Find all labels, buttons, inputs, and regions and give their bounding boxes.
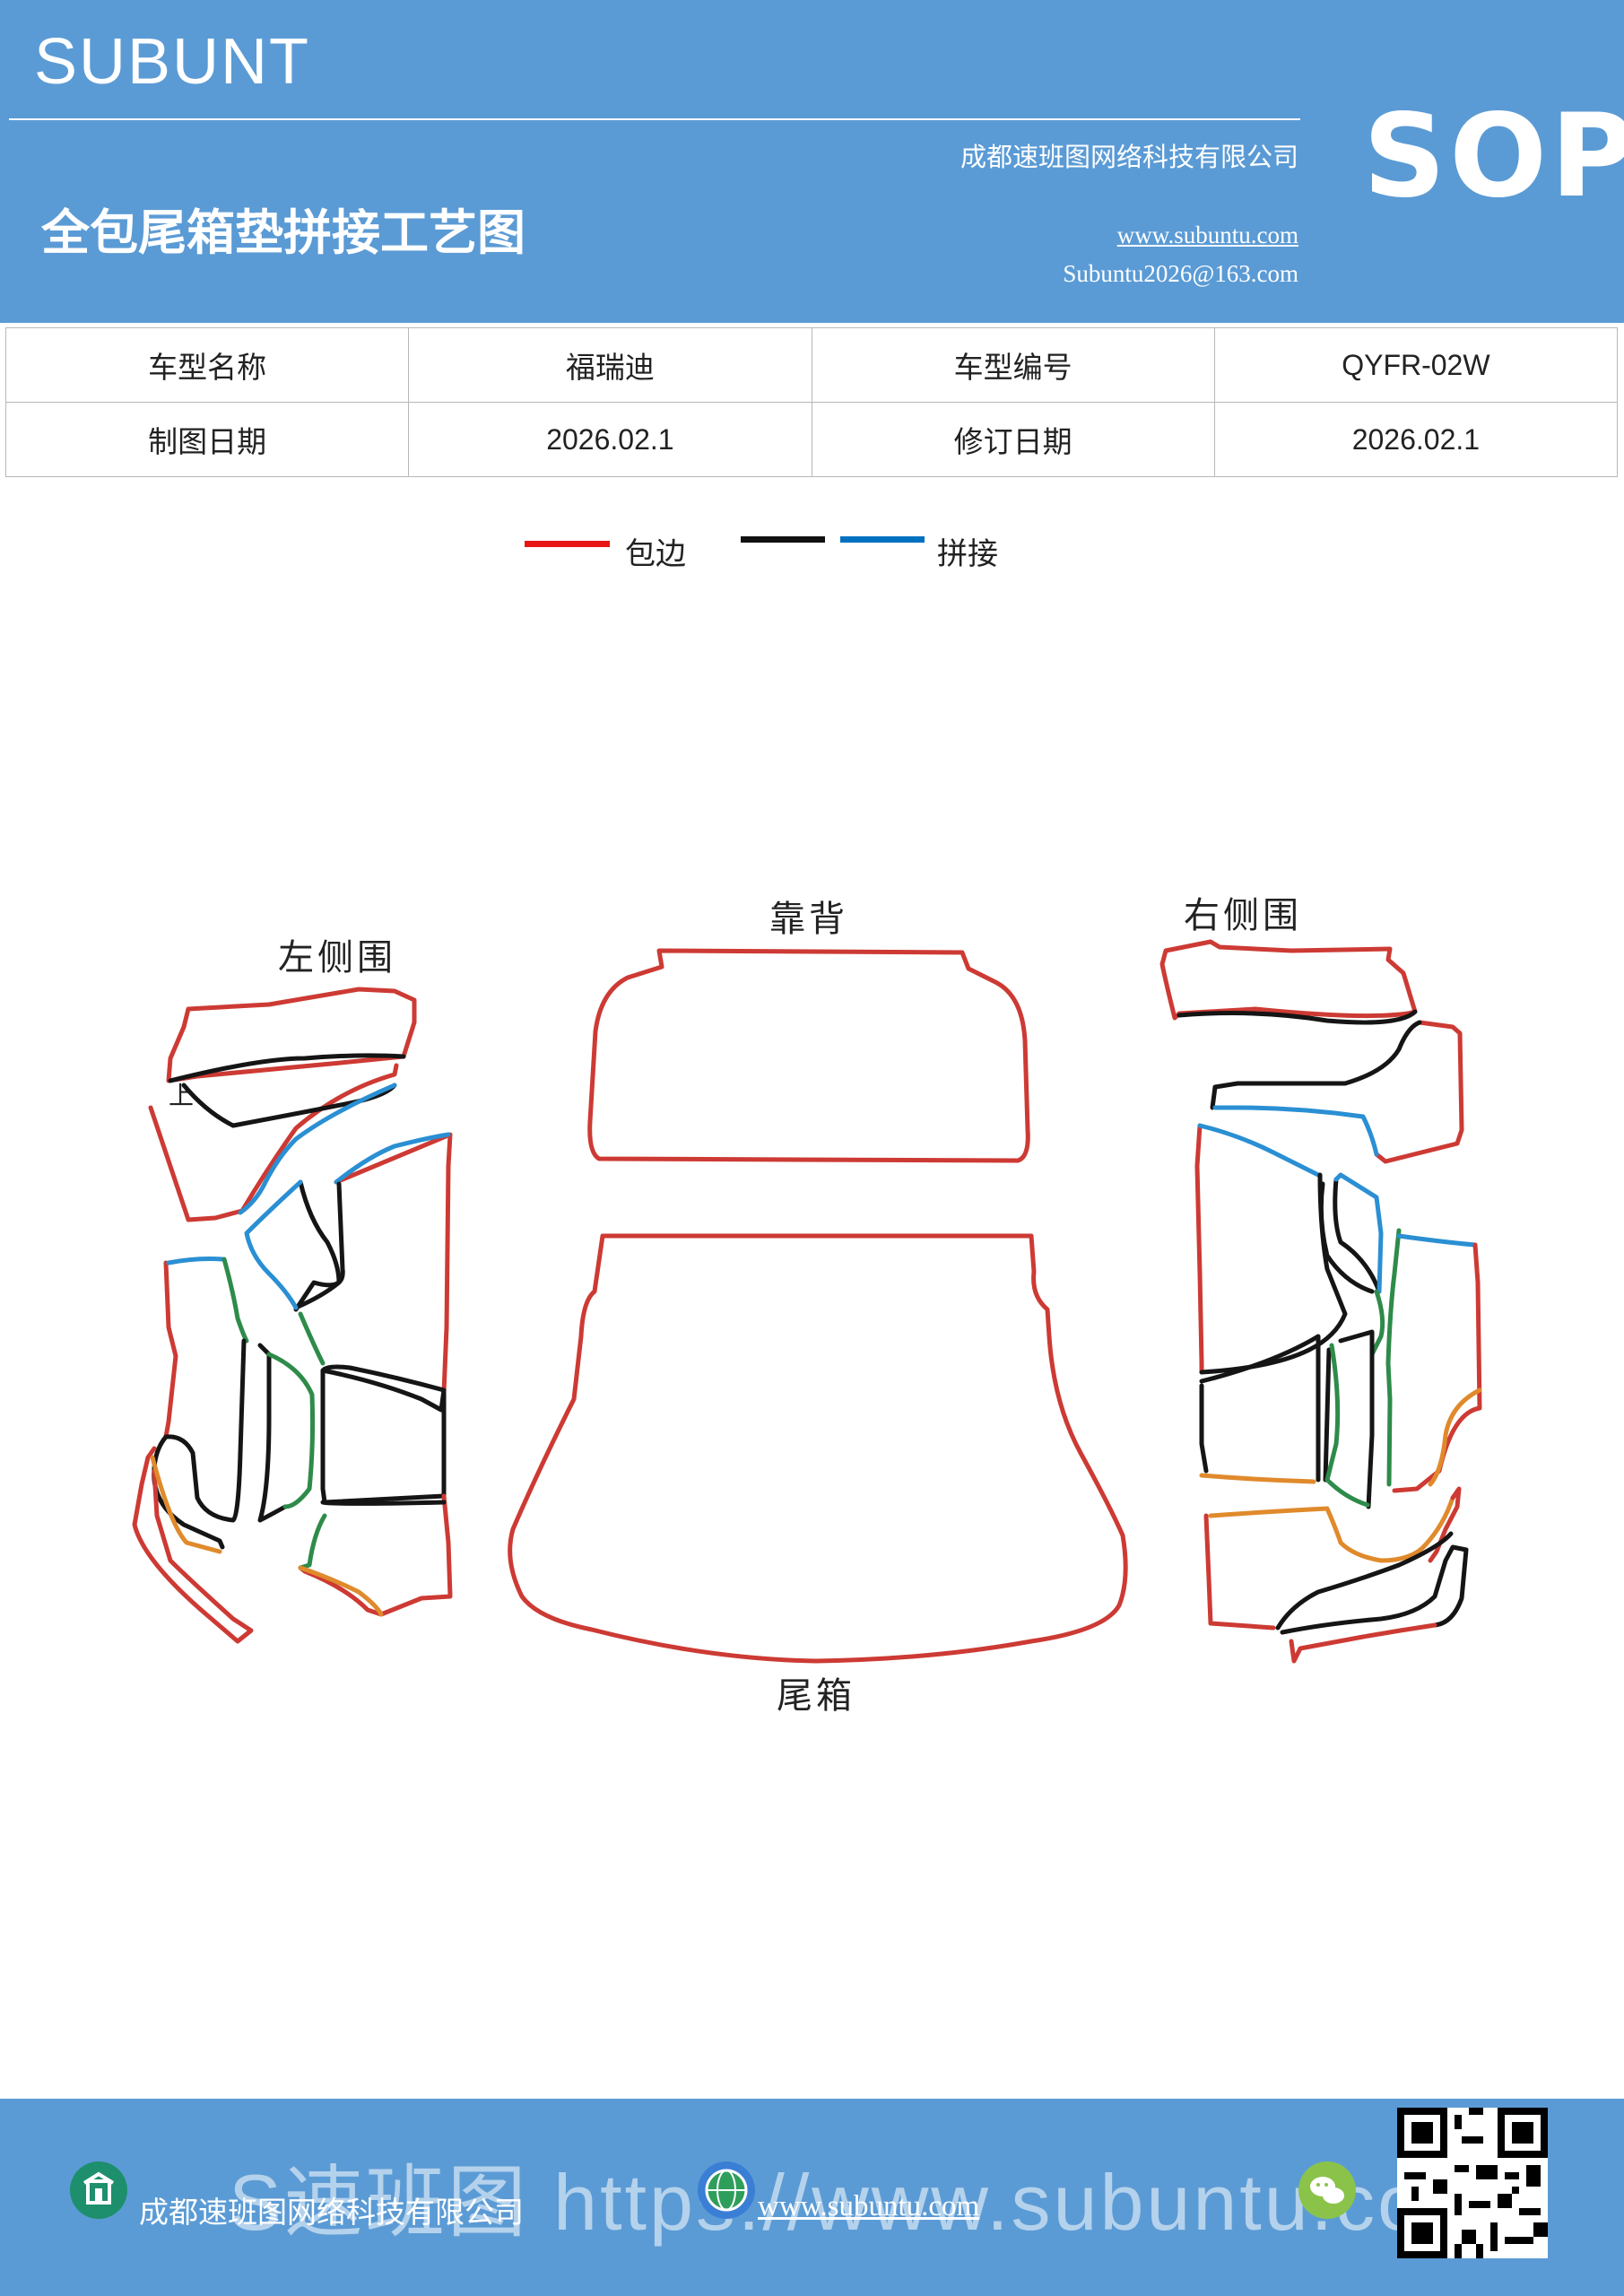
right-seam (1338, 1329, 1375, 1509)
left-seam (293, 1179, 342, 1310)
left-piece (334, 1132, 453, 1395)
left-seam (221, 1257, 249, 1344)
table-cell: QYFR-02W (1213, 327, 1619, 403)
website-link[interactable]: www.subuntu.com (1116, 222, 1298, 248)
right-seam (1199, 1172, 1348, 1375)
table-row: 制图日期 2026.02.1 修订日期 2026.02.1 (4, 402, 1619, 477)
left-seam (150, 1455, 222, 1554)
vehicle-info-table: 车型名称 福瑞迪 车型编号 QYFR-02W 制图日期 2026.02.1 修订… (4, 327, 1619, 477)
left-seam (181, 1083, 397, 1128)
table-cell: 制图日期 (4, 402, 410, 477)
table-cell: 2026.02.1 (1213, 402, 1619, 477)
left-seam (298, 1513, 327, 1570)
right-seam (1369, 1289, 1385, 1357)
label-left-side: 左侧围 (278, 937, 396, 978)
right-seam (1333, 1172, 1384, 1294)
right-seam (1212, 1020, 1422, 1090)
left-piece (166, 987, 417, 1083)
left-seam (244, 1179, 303, 1310)
table-cell: 车型名称 (4, 327, 410, 403)
footer-website-link[interactable]: www.subuntu.com (758, 2190, 980, 2222)
trunk-floor-piece (508, 1233, 1128, 1664)
left-seam (293, 1181, 345, 1312)
left-seam (163, 1338, 247, 1523)
right-seam (1333, 1177, 1382, 1294)
right-seam (1275, 1531, 1454, 1631)
left-piece (298, 1493, 453, 1617)
wechat-icon (1298, 2161, 1356, 2219)
left-seam (298, 1565, 384, 1617)
building-icon (70, 2161, 127, 2219)
right-seam (1318, 1181, 1375, 1294)
right-seam (1324, 1343, 1370, 1508)
left-seam (334, 1132, 451, 1185)
right-piece (1194, 1123, 1204, 1375)
left-seam (238, 1083, 397, 1215)
right-seam (1177, 1009, 1418, 1025)
company-name: 成都速班图网络科技有限公司 (960, 142, 1298, 172)
email-address: Subuntu2026@163.com (1063, 260, 1298, 287)
legend-label: 拼接 (937, 536, 998, 572)
table-cell: 车型编号 (811, 327, 1215, 403)
label-backrest: 靠背 (769, 899, 848, 940)
left-seam (257, 1343, 288, 1523)
right-seam (1199, 1334, 1321, 1483)
right-seam (1199, 1473, 1316, 1484)
right-seam (1212, 1105, 1379, 1157)
brand-name: SUBUNT (34, 26, 311, 98)
right-seam (1199, 1383, 1209, 1474)
legend-label: 包边 (625, 536, 686, 572)
backrest-piece (587, 948, 1030, 1163)
right-piece (1203, 1513, 1276, 1631)
footer-company: 成都速班图网络科技有限公司 (139, 2195, 524, 2230)
label-trunk: 尾箱 (777, 1675, 855, 1717)
left-seam (168, 1053, 406, 1083)
right-seam (1210, 1084, 1218, 1110)
right-piece (1392, 1242, 1482, 1493)
left-seam (320, 1500, 447, 1506)
globe-icon (698, 2161, 755, 2219)
right-seam (1396, 1233, 1478, 1248)
table-cell: 福瑞迪 (408, 327, 812, 403)
right-piece (1289, 1622, 1437, 1664)
header-divider (9, 118, 1300, 120)
legend: 包边 拼接 (0, 529, 1624, 574)
label-right-side: 右侧围 (1184, 895, 1302, 936)
right-seam (1280, 1544, 1469, 1635)
right-piece (1428, 1486, 1462, 1563)
table-cell: 修订日期 (811, 402, 1215, 477)
page-title: 全包尾箱垫拼接工艺图 (41, 204, 525, 261)
right-seam (1428, 1387, 1482, 1487)
mat-splice-diagram (132, 939, 1482, 1664)
left-seam (266, 1352, 316, 1509)
left-seam (166, 1257, 225, 1265)
right-seam (1385, 1228, 1402, 1487)
label-up-mark: 上 (169, 1081, 195, 1110)
sop-mark: SOP (1363, 90, 1624, 223)
table-row: 车型名称 福瑞迪 车型编号 QYFR-02W (4, 327, 1619, 403)
left-piece (148, 1063, 399, 1222)
header-banner (0, 0, 1624, 323)
left-seam (298, 1311, 326, 1366)
legend-swatch-blue (840, 536, 925, 543)
left-seam (320, 1364, 447, 1505)
legend-swatch-black (741, 536, 825, 543)
right-seam (1197, 1123, 1321, 1178)
table-cell: 2026.02.1 (408, 402, 812, 477)
left-piece (163, 1260, 178, 1439)
qr-code (1397, 2108, 1548, 2258)
right-piece (1159, 939, 1418, 1021)
right-piece (1374, 1020, 1464, 1164)
right-seam (1323, 1347, 1332, 1483)
left-piece (132, 1446, 254, 1644)
legend-swatch-red (525, 541, 610, 547)
right-seam (1208, 1495, 1455, 1563)
footer-watermark: S速班图 https://www.subuntu.com (229, 2158, 1493, 2247)
